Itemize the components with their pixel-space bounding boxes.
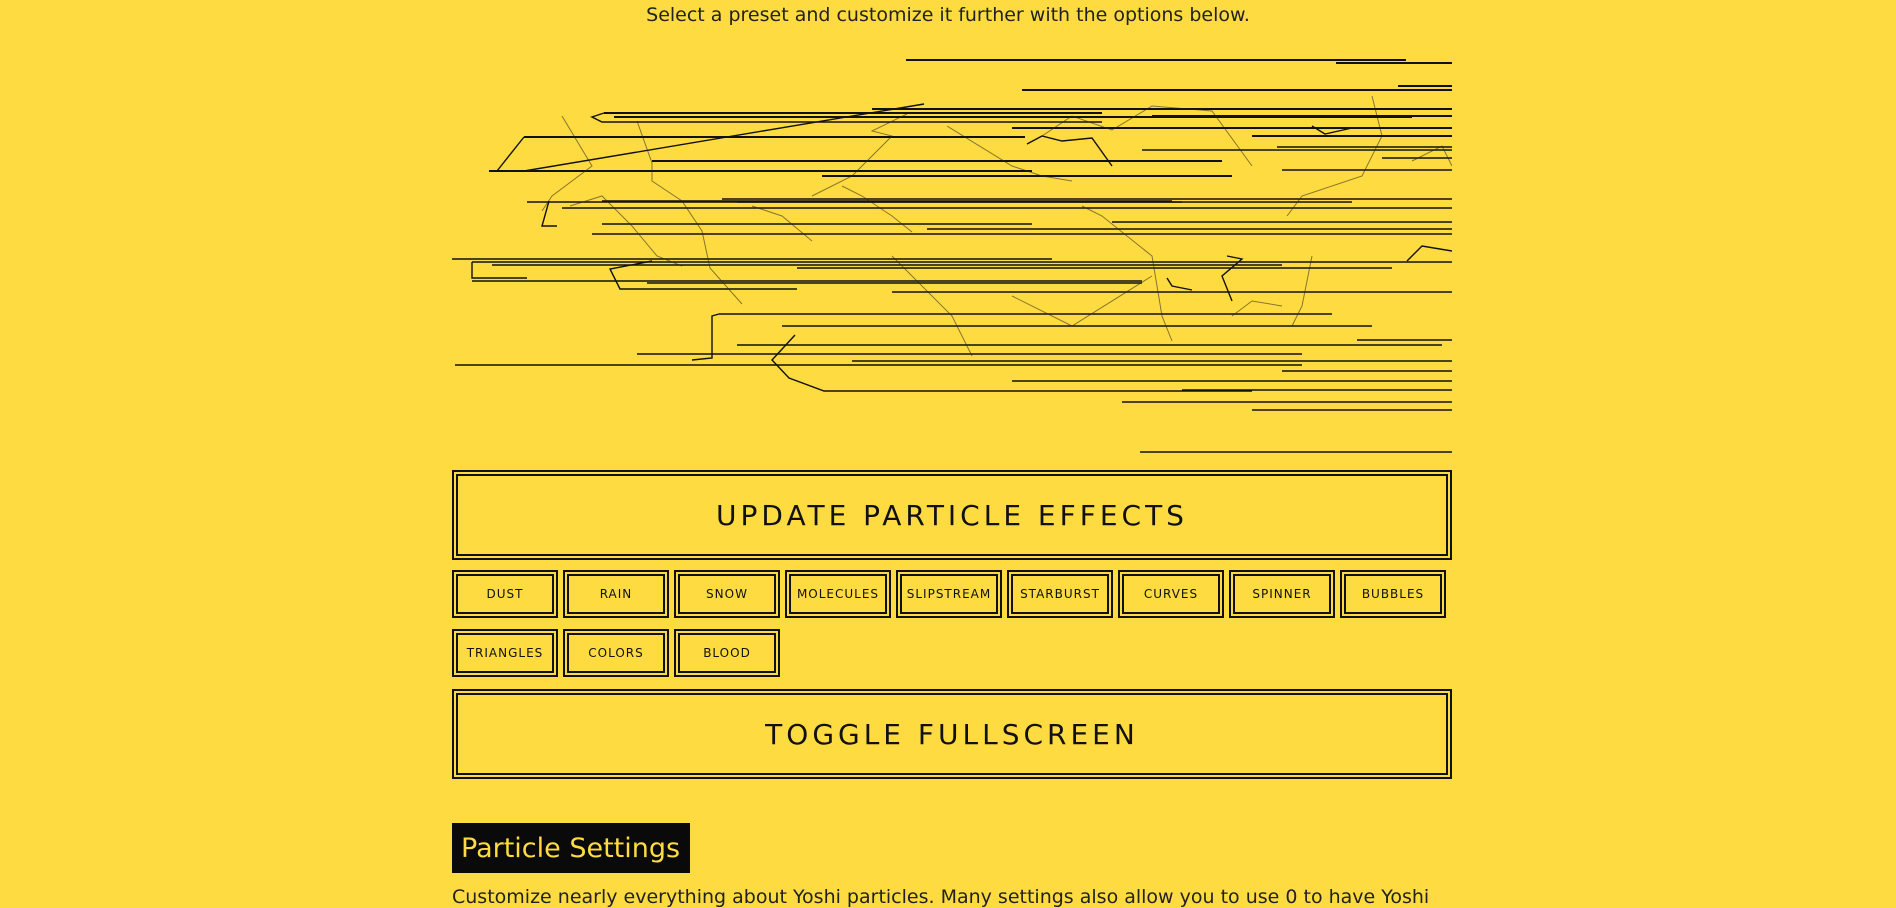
preset-label: MOLECULES: [789, 574, 887, 614]
preset-starburst-button[interactable]: STARBURST: [1007, 570, 1113, 618]
preset-triangles-button[interactable]: TRIANGLES: [452, 629, 558, 677]
preset-label: BUBBLES: [1344, 574, 1442, 614]
update-particle-effects-button[interactable]: UPDATE PARTICLE EFFECTS: [452, 470, 1452, 560]
page-subtitle: Select a preset and customize it further…: [646, 4, 1250, 26]
preset-label: SLIPSTREAM: [900, 574, 998, 614]
preset-curves-button[interactable]: CURVES: [1118, 570, 1224, 618]
preset-slipstream-button[interactable]: SLIPSTREAM: [896, 570, 1002, 618]
particle-canvas[interactable]: [452, 56, 1452, 456]
preset-label: COLORS: [567, 633, 665, 673]
preset-bubbles-button[interactable]: BUBBLES: [1340, 570, 1446, 618]
preset-dust-button[interactable]: DUST: [452, 570, 558, 618]
particle-settings-heading: Particle Settings: [452, 823, 690, 873]
preset-snow-button[interactable]: SNOW: [674, 570, 780, 618]
preset-colors-button[interactable]: COLORS: [563, 629, 669, 677]
preset-label: SPINNER: [1233, 574, 1331, 614]
preset-molecules-button[interactable]: MOLECULES: [785, 570, 891, 618]
preset-rain-button[interactable]: RAIN: [563, 570, 669, 618]
preset-label: RAIN: [567, 574, 665, 614]
preset-label: CURVES: [1122, 574, 1220, 614]
preset-label: BLOOD: [678, 633, 776, 673]
preset-blood-button[interactable]: BLOOD: [674, 629, 780, 677]
preset-label: SNOW: [678, 574, 776, 614]
preset-spinner-button[interactable]: SPINNER: [1229, 570, 1335, 618]
preset-label: STARBURST: [1011, 574, 1109, 614]
preset-label: DUST: [456, 574, 554, 614]
particle-settings-intro: Customize nearly everything about Yoshi …: [452, 886, 1430, 908]
toggle-fullscreen-button[interactable]: TOGGLE FULLSCREEN: [452, 689, 1452, 779]
preset-label: TRIANGLES: [456, 633, 554, 673]
toggle-fullscreen-label: TOGGLE FULLSCREEN: [456, 693, 1448, 775]
update-particle-effects-label: UPDATE PARTICLE EFFECTS: [456, 474, 1448, 556]
particle-trails: [452, 59, 1452, 453]
